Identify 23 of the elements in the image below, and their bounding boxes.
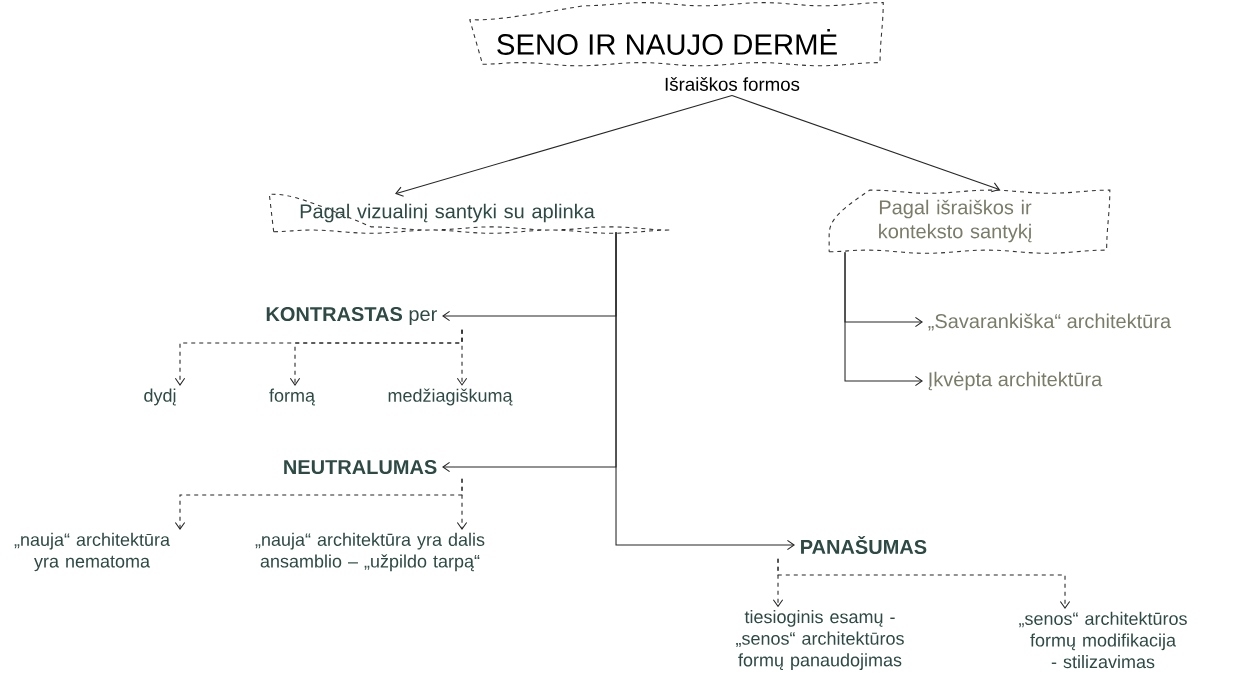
title-box: SENO IR NAUJO DERMĖ — [469, 2, 884, 67]
category-box: Pagal vizualinį santyki su aplinka — [268, 193, 672, 234]
item-text: „senos“ architektūros formų modifikacija - stilizavimas — [1019, 611, 1187, 669]
branch-label: KONTRASTAS per — [266, 306, 437, 326]
arrow — [777, 558, 1071, 610]
branch-label: NEUTRALUMAS — [284, 459, 437, 475]
arrow — [456, 478, 468, 531]
arrow — [615, 231, 795, 551]
item-text: dydį — [144, 388, 176, 406]
arrow — [844, 251, 923, 387]
arrow — [456, 329, 468, 386]
item-text: medžiagiškumą — [388, 388, 513, 406]
heading-text: Išraiškos formos — [665, 77, 800, 91]
item-text: „nauja“ architektūra yra nematoma — [14, 532, 170, 572]
item-text: formą — [269, 388, 315, 406]
arrow — [395, 95, 733, 197]
item-text: „nauja“ architektūra yra dalis ansamblio – „užpildo tarpą“ — [255, 532, 485, 572]
item-text: tiesioginis esamų - „senos“ architektūros formų panaudojimas — [736, 610, 904, 670]
arrow — [731, 95, 1000, 193]
branch-label: PANAŠUMAS — [801, 535, 927, 555]
category-box: Pagal išraiškos ir konteksto santykį — [828, 189, 1111, 254]
item-text: Įkvėpta architektūra — [928, 371, 1103, 391]
item-text: „Savarankiška“ architektūra — [928, 313, 1172, 331]
